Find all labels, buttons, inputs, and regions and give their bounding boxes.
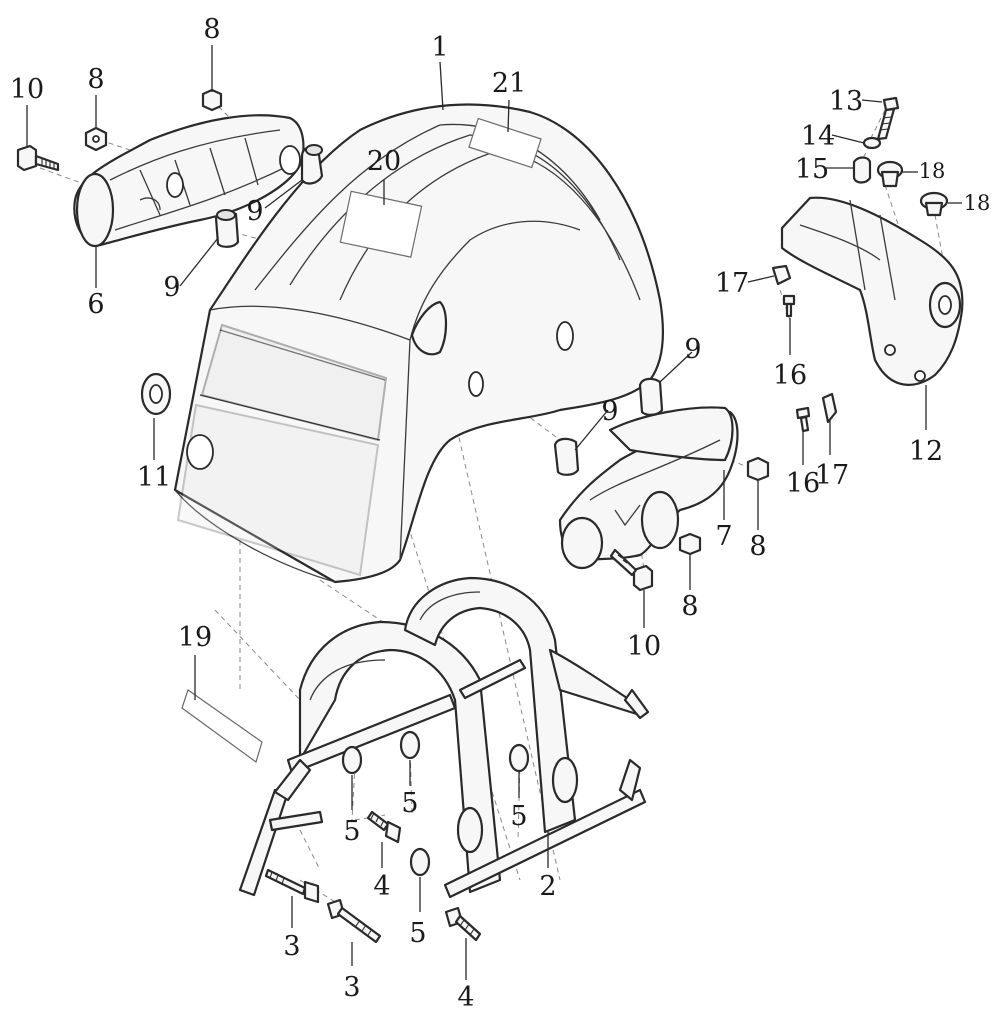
bolt-3-a [264, 868, 320, 904]
nut-8-right-b [678, 532, 702, 556]
callout-15: 15 [795, 154, 829, 185]
leader-lines [26, 45, 962, 980]
callout-18-a: 18 [919, 159, 946, 183]
callout-5-b: 5 [401, 788, 418, 819]
callout-16-b: 16 [786, 468, 820, 499]
grommet-5-b [399, 730, 421, 760]
callout-6: 6 [87, 289, 104, 320]
callout-8-right-a: 8 [749, 531, 766, 562]
clip-17-a [771, 264, 792, 286]
callout-1: 1 [431, 32, 448, 63]
callout-17-b: 17 [815, 460, 849, 491]
callout-11: 11 [137, 462, 171, 493]
grommet-5-c [508, 743, 530, 773]
callout-5-d: 5 [409, 918, 426, 949]
callout-2: 2 [539, 871, 556, 902]
grommet-9-d [638, 377, 664, 416]
callout-10-left: 10 [10, 74, 44, 105]
bolt-13 [876, 96, 900, 141]
bolt-3-b [326, 898, 382, 944]
washer-11 [140, 372, 172, 416]
cap-18-a [876, 160, 904, 188]
sub-frame-rail [238, 576, 650, 899]
nut-8-top [201, 88, 223, 112]
label-strip [181, 689, 263, 763]
screw-16-a [782, 294, 796, 318]
callout-10-right: 10 [627, 631, 661, 662]
callout-16-a: 16 [773, 360, 807, 391]
callout-numbers: 1 21 20 8 8 10 6 9 9 11 9 9 7 8 8 10 13 … [10, 14, 991, 1013]
callout-9-d: 9 [684, 334, 701, 365]
grommet-5-d [409, 847, 431, 877]
callout-5-a: 5 [343, 816, 360, 847]
callout-17-a: 17 [715, 268, 749, 299]
cap-18-b [919, 191, 949, 217]
bolt-4-a [366, 810, 402, 844]
callout-12: 12 [909, 436, 943, 467]
nut-8-right-a [746, 456, 770, 482]
callout-19: 19 [178, 622, 212, 653]
grommet-9-a [300, 144, 324, 185]
callout-13: 13 [829, 86, 863, 117]
callout-4-b: 4 [457, 982, 474, 1013]
clip-17-b [821, 392, 838, 424]
washer-14 [862, 136, 882, 150]
callout-3-a: 3 [283, 931, 300, 962]
bolt-4-b [444, 906, 482, 942]
callout-7: 7 [715, 521, 732, 552]
grommet-9-b [214, 209, 240, 248]
callout-20: 20 [367, 146, 401, 177]
callout-21: 21 [492, 68, 526, 99]
bolt-10-right [609, 548, 654, 592]
callout-18-b: 18 [964, 191, 991, 215]
left-bracket [73, 114, 305, 248]
callout-9-a: 9 [246, 196, 263, 227]
grommet-15 [852, 156, 872, 184]
bolt-10-left [16, 144, 60, 172]
nut-8-left [84, 126, 108, 152]
callout-8-right-b: 8 [681, 591, 698, 622]
rear-fender [173, 103, 665, 584]
screw-16-b [795, 406, 811, 433]
callout-9-c: 9 [601, 396, 618, 427]
callout-4-a: 4 [373, 871, 390, 902]
callout-14: 14 [801, 121, 835, 152]
license-bracket [780, 196, 964, 386]
callout-5-c: 5 [510, 801, 527, 832]
callout-3-b: 3 [343, 972, 360, 1003]
grommet-5-a [341, 745, 363, 775]
grommet-9-c [553, 437, 580, 476]
callout-8-top: 8 [203, 14, 220, 45]
right-bracket [558, 406, 739, 570]
callout-8-left: 8 [87, 64, 104, 95]
callout-9-b: 9 [163, 272, 180, 303]
